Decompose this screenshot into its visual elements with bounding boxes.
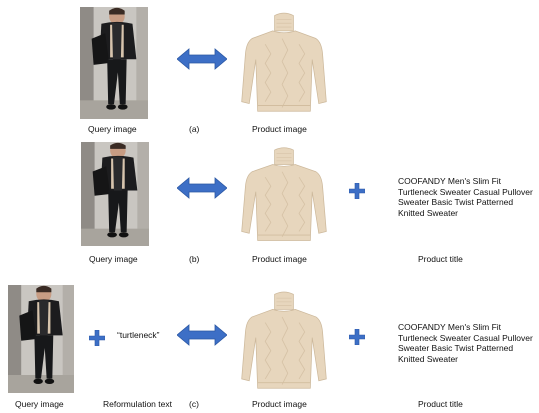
query-image-label: Query image — [15, 399, 64, 409]
query-image-label: Query image — [89, 254, 138, 264]
product-image-label: Product image — [252, 124, 307, 134]
double-arrow-icon — [177, 176, 227, 200]
product-image-b — [237, 141, 331, 245]
row-tag: (c) — [189, 399, 199, 409]
query-image-a — [80, 7, 148, 119]
product-image-label: Product image — [252, 254, 307, 264]
product-title-label: Product title — [418, 254, 463, 264]
product-image-c — [237, 285, 331, 393]
product-image-a — [237, 6, 331, 116]
double-arrow-icon — [177, 323, 227, 347]
product-title-text: COOFANDY Men's Slim Fit Turtleneck Sweat… — [398, 176, 533, 218]
reformulation-label: Reformulation text — [103, 399, 172, 409]
product-title-label: Product title — [418, 399, 463, 409]
plus-icon — [349, 183, 365, 199]
row-tag: (b) — [189, 254, 200, 264]
plus-icon — [349, 329, 365, 345]
query-image-b — [81, 142, 149, 246]
query-image-label: Query image — [88, 124, 137, 134]
product-title-text: COOFANDY Men's Slim Fit Turtleneck Sweat… — [398, 322, 533, 364]
row-tag: (a) — [189, 124, 200, 134]
plus-icon — [89, 330, 105, 346]
double-arrow-icon — [177, 47, 227, 71]
query-image-c — [8, 285, 74, 393]
product-image-label: Product image — [252, 399, 307, 409]
reformulation-text: “turtleneck” — [117, 330, 160, 340]
